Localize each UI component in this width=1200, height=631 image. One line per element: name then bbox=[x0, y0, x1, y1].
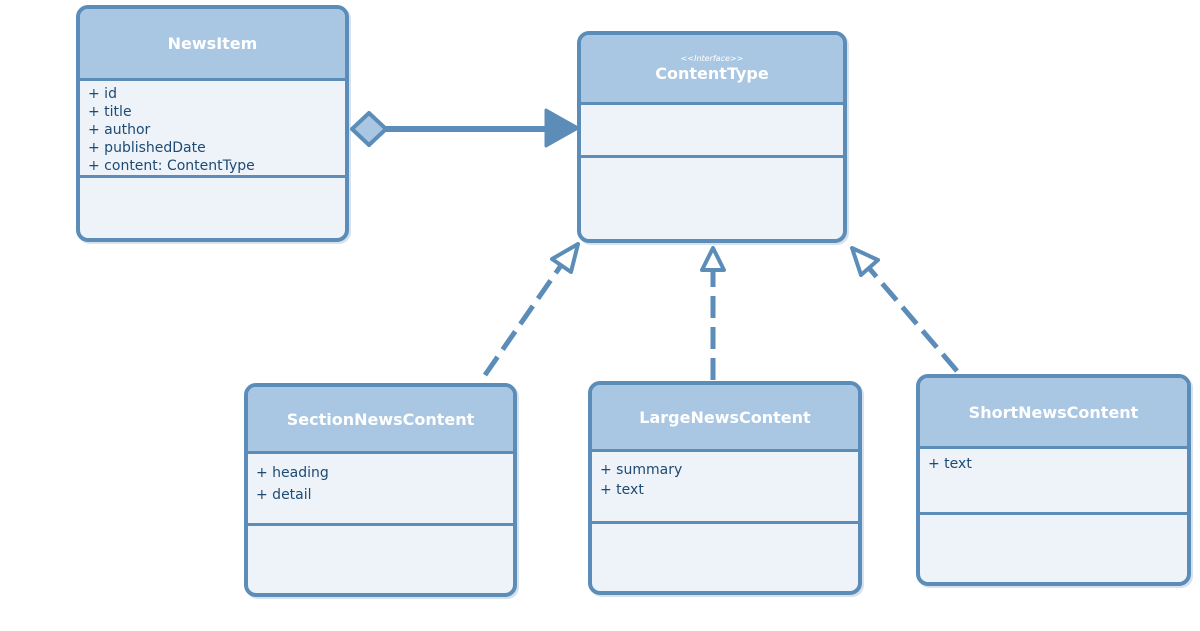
class-content-type[interactable]: <<Interface>> ContentType bbox=[577, 31, 847, 243]
realization-large-contenttype bbox=[700, 246, 726, 380]
class-name-header: LargeNewsContent bbox=[592, 385, 858, 452]
class-name-header: <<Interface>> ContentType bbox=[581, 35, 843, 105]
realization-short-contenttype bbox=[850, 246, 959, 373]
class-large-news-content[interactable]: LargeNewsContent + summary + text bbox=[588, 381, 862, 595]
attribute: + publishedDate bbox=[88, 140, 206, 156]
attributes-compartment: + id + title + author + publishedDate + … bbox=[80, 81, 345, 178]
class-short-news-content[interactable]: ShortNewsContent + text bbox=[916, 374, 1191, 586]
realization-triangle-icon bbox=[850, 246, 880, 277]
attributes-compartment bbox=[581, 105, 843, 158]
class-name: LargeNewsContent bbox=[639, 407, 811, 427]
attribute: + author bbox=[88, 122, 151, 138]
realization-section-contenttype bbox=[482, 242, 580, 377]
attributes-compartment: + summary + text bbox=[592, 452, 858, 524]
attributes-compartment: + heading + detail bbox=[248, 454, 513, 526]
attribute: + id bbox=[88, 86, 117, 102]
attributes-compartment: + text bbox=[920, 449, 1187, 515]
class-name: NewsItem bbox=[167, 34, 258, 53]
attribute: + summary bbox=[600, 462, 683, 478]
realization-triangle-icon bbox=[550, 242, 580, 274]
attribute: + content: ContentType bbox=[88, 158, 255, 174]
class-name-header: ShortNewsContent bbox=[920, 378, 1187, 449]
realization-triangle-icon bbox=[700, 246, 726, 272]
class-name: ShortNewsContent bbox=[968, 402, 1139, 422]
composition-diamond-icon bbox=[350, 111, 388, 147]
association-arrowhead-icon bbox=[544, 108, 580, 148]
attribute: + title bbox=[88, 104, 132, 120]
class-name-header: NewsItem bbox=[80, 9, 345, 81]
attribute: + text bbox=[600, 482, 644, 498]
attribute: + heading bbox=[256, 465, 329, 481]
class-name: SectionNewsContent bbox=[286, 409, 475, 429]
class-news-item[interactable]: NewsItem + id + title + author + publish… bbox=[76, 5, 349, 242]
stereotype-label: <<Interface>> bbox=[680, 54, 744, 63]
class-section-news-content[interactable]: SectionNewsContent + heading + detail bbox=[244, 383, 517, 597]
composition-newsitem-contenttype bbox=[350, 108, 580, 148]
attribute: + text bbox=[928, 456, 972, 472]
attribute: + detail bbox=[256, 487, 312, 503]
class-name: ContentType bbox=[655, 64, 769, 83]
class-name-header: SectionNewsContent bbox=[248, 387, 513, 454]
